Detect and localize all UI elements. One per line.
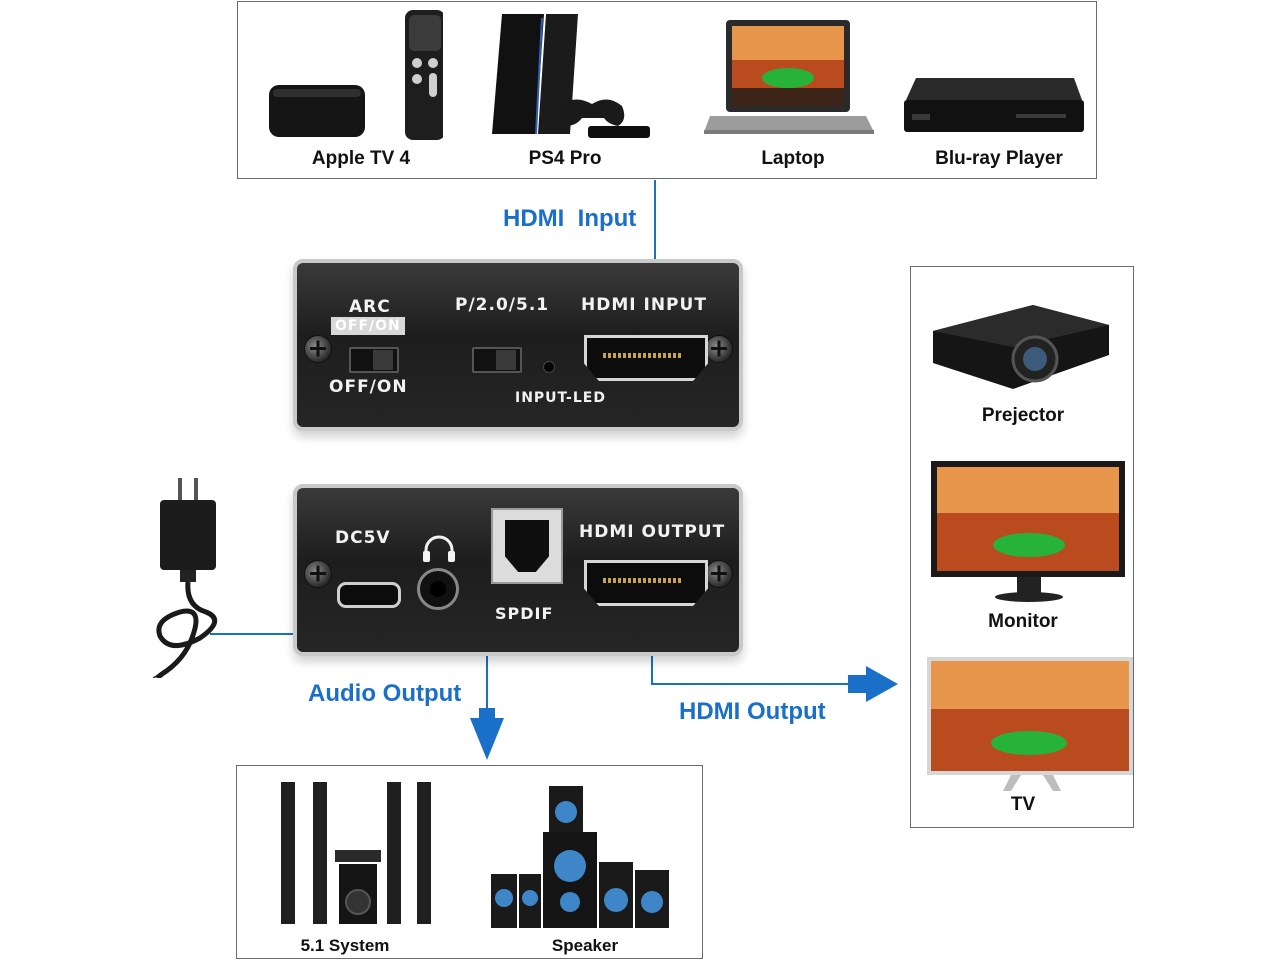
source-label-apple-tv: Apple TV 4 — [296, 148, 426, 170]
ps4-console-icon — [484, 10, 674, 150]
input-led-indicator — [543, 361, 555, 373]
dc5v-label: DC5V — [335, 528, 391, 548]
extractor-bottom-panel: DC5V SPDIF HDMI OUTPUT — [293, 484, 743, 656]
headphone-icon — [421, 534, 457, 564]
bluray-player-icon — [898, 70, 1088, 160]
arc-switch[interactable] — [349, 347, 399, 373]
speaker-set-icon — [483, 782, 683, 932]
display-label-projector: Prejector — [911, 405, 1135, 427]
input-led-label: INPUT-LED — [515, 390, 606, 406]
audio-label-surround: 5.1 System — [285, 936, 405, 956]
source-label-ps4: PS4 Pro — [500, 148, 630, 170]
apple-tv-icon — [263, 7, 443, 147]
audio-label-speaker: Speaker — [535, 936, 635, 956]
monitor-icon — [929, 459, 1129, 609]
display-label-monitor: Monitor — [911, 611, 1135, 633]
surround-system-icon — [275, 778, 445, 928]
arc-overlay-label: OFF/ON — [331, 317, 405, 335]
audio-devices-box: 5.1 System Speaker — [236, 765, 703, 959]
screw-right-bottom — [705, 560, 733, 588]
hdmi-output-flow-label: HDMI Output — [679, 698, 826, 726]
arc-label: ARC — [349, 297, 391, 317]
spdif-label: SPDIF — [495, 604, 553, 623]
headphone-jack[interactable] — [417, 568, 459, 610]
power-adapter-icon — [140, 478, 240, 678]
tv-icon — [925, 655, 1135, 795]
hdmi-input-port[interactable] — [584, 335, 708, 381]
screw-right-top — [705, 335, 733, 363]
spdif-optical-port[interactable] — [491, 508, 563, 584]
audio-output-flow-label: Audio Output — [308, 680, 461, 708]
laptop-icon — [704, 16, 884, 146]
hdmi-output-port-label: HDMI OUTPUT — [579, 522, 725, 542]
display-devices-box: Prejector Monitor TV — [910, 266, 1134, 828]
hdmi-input-port-label: HDMI INPUT — [581, 295, 707, 315]
arc-switch-label: OFF/ON — [329, 377, 408, 397]
audio-mode-label: P/2.0/5.1 — [455, 295, 549, 315]
projector-icon — [923, 285, 1123, 405]
source-label-bluray: Blu-ray Player — [914, 148, 1084, 170]
display-label-tv: TV — [911, 794, 1135, 816]
audio-mode-switch[interactable] — [472, 347, 522, 373]
extractor-top-panel: ARC OFF/ON OFF/ON P/2.0/5.1 INPUT-LED HD… — [293, 259, 743, 431]
micro-usb-port[interactable] — [337, 582, 401, 608]
screw-left-top — [304, 335, 332, 363]
hdmi-input-flow-label: HDMI Input — [503, 205, 636, 233]
source-devices-box: Apple TV 4 PS4 Pro Laptop Blu-ray Player — [237, 1, 1097, 179]
screw-left-bottom — [304, 560, 332, 588]
source-label-laptop: Laptop — [728, 148, 858, 170]
hdmi-output-port[interactable] — [584, 560, 708, 606]
